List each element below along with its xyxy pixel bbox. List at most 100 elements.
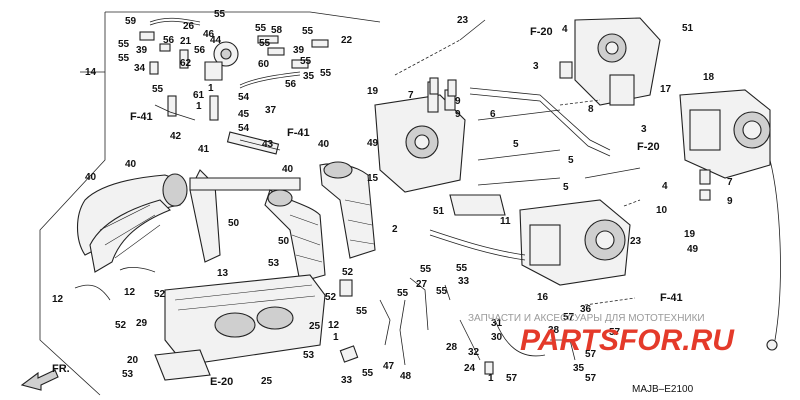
callout-56: 56 <box>163 35 175 46</box>
callout-55: 55 <box>300 56 312 67</box>
callout-2: 2 <box>392 224 398 235</box>
callout-58: 58 <box>271 25 283 36</box>
ref-f20-top: F-20 <box>530 26 553 38</box>
callout-23: 23 <box>630 236 642 247</box>
callout-55: 55 <box>118 39 130 50</box>
callout-55: 55 <box>456 263 468 274</box>
callout-55: 55 <box>356 306 368 317</box>
callout-27: 27 <box>416 279 428 290</box>
callout-9: 9 <box>455 109 461 120</box>
bottom-hose-group <box>339 277 576 375</box>
callout-57: 57 <box>506 373 518 384</box>
callout-40: 40 <box>282 164 294 175</box>
callout-56: 56 <box>194 45 206 56</box>
callout-5: 5 <box>568 155 574 166</box>
ref-f41-right: F-41 <box>660 292 683 304</box>
callout-53: 53 <box>268 258 280 269</box>
ref-e20: E-20 <box>210 376 233 388</box>
callout-22: 22 <box>341 35 353 46</box>
callout-39: 39 <box>136 45 148 56</box>
callout-50: 50 <box>278 236 290 247</box>
linkage-rods <box>394 19 711 306</box>
callout-53: 53 <box>303 350 315 361</box>
callout-1: 1 <box>488 373 494 384</box>
callout-23: 23 <box>457 15 469 26</box>
callout-55: 55 <box>259 38 271 49</box>
callout-49: 49 <box>367 138 379 149</box>
callout-40: 40 <box>125 159 137 170</box>
callout-25: 25 <box>261 376 273 387</box>
callout-6: 6 <box>490 109 496 120</box>
callout-57: 57 <box>563 312 575 323</box>
carburetor-bottom <box>429 199 631 286</box>
callout-24: 24 <box>464 363 476 374</box>
callout-30: 30 <box>491 332 503 343</box>
callout-55: 55 <box>320 68 332 79</box>
callout-52: 52 <box>115 320 127 331</box>
callout-12: 12 <box>124 287 136 298</box>
callout-33: 33 <box>458 276 470 287</box>
callout-25: 25 <box>309 321 321 332</box>
callout-5: 5 <box>513 139 519 150</box>
callout-55: 55 <box>436 286 448 297</box>
callout-61: 61 <box>193 90 205 101</box>
callout-16: 16 <box>537 292 549 303</box>
callout-40: 40 <box>85 172 97 183</box>
callout-4: 4 <box>562 24 568 35</box>
callout-36: 36 <box>580 304 592 315</box>
air-box <box>74 266 326 381</box>
callout-14: 14 <box>85 67 97 78</box>
ref-f41-left: F-41 <box>130 111 153 123</box>
callout-55: 55 <box>362 368 374 379</box>
callout-57: 57 <box>585 373 597 384</box>
ref-f41-middle: F-41 <box>287 127 310 139</box>
intake-boots <box>76 161 376 283</box>
callout-52: 52 <box>342 267 354 278</box>
callout-18: 18 <box>703 72 715 83</box>
callout-43: 43 <box>262 139 274 150</box>
callout-35: 35 <box>303 71 315 82</box>
callout-19: 19 <box>684 229 696 240</box>
callout-45: 45 <box>238 109 250 120</box>
callout-19: 19 <box>367 86 379 97</box>
callout-55: 55 <box>214 9 226 20</box>
callout-21: 21 <box>180 36 192 47</box>
callout-32: 32 <box>468 347 480 358</box>
callout-5: 5 <box>563 182 569 193</box>
callout-56: 56 <box>285 79 297 90</box>
callout-7: 7 <box>408 90 414 101</box>
callout-55: 55 <box>152 84 164 95</box>
callout-9: 9 <box>455 96 461 107</box>
callout-31: 31 <box>491 318 503 329</box>
callout-1: 1 <box>333 332 339 343</box>
callout-55: 55 <box>397 288 409 299</box>
callout-60: 60 <box>258 59 270 70</box>
ref-f20-right: F-20 <box>637 141 660 153</box>
top-left-hose-group <box>139 17 329 155</box>
callout-50: 50 <box>228 218 240 229</box>
callout-8: 8 <box>588 104 594 115</box>
callout-41: 41 <box>198 144 210 155</box>
callout-4: 4 <box>662 181 668 192</box>
callout-1: 1 <box>196 101 202 112</box>
callout-12: 12 <box>52 294 64 305</box>
carburetor-top-right <box>469 17 661 157</box>
assembly-outline <box>39 11 381 396</box>
callout-44: 44 <box>210 35 222 46</box>
callout-55: 55 <box>420 264 432 275</box>
ref-front: FR. <box>52 363 70 375</box>
callout-38: 38 <box>548 325 560 336</box>
callout-11: 11 <box>500 216 511 227</box>
callout-55: 55 <box>302 26 314 37</box>
callout-3: 3 <box>533 61 539 72</box>
callout-54: 54 <box>238 92 250 103</box>
callout-39: 39 <box>293 45 305 56</box>
carburetor-middle <box>374 81 506 216</box>
callout-47: 47 <box>383 361 395 372</box>
callout-51: 51 <box>682 23 694 34</box>
callout-37: 37 <box>265 105 277 116</box>
callout-51: 51 <box>433 206 445 217</box>
callout-49: 49 <box>687 244 699 255</box>
callout-13: 13 <box>217 268 229 279</box>
